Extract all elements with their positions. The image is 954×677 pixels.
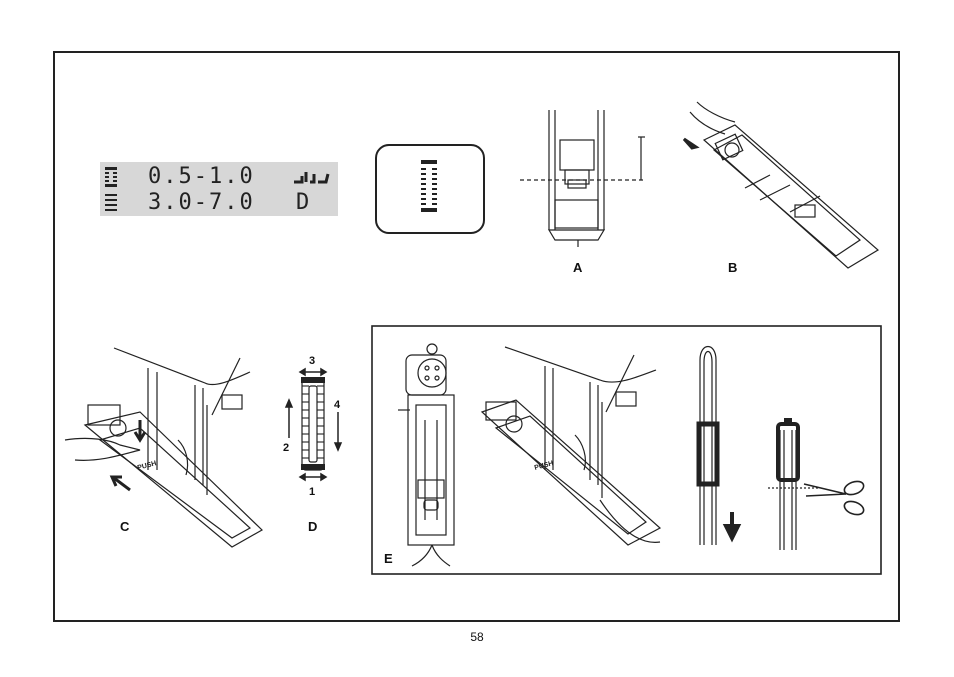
figure-b-label: B [728, 260, 737, 275]
figure-e-label: E [384, 551, 393, 566]
figure-d-label: D [308, 519, 317, 534]
buttonhole-foot-icon [398, 344, 454, 566]
page-number: 58 [0, 630, 954, 644]
figure-a-label: A [573, 260, 582, 275]
scissors-icon [804, 479, 865, 517]
figure-c-label: C [120, 519, 129, 534]
arrow-icon [726, 512, 738, 538]
